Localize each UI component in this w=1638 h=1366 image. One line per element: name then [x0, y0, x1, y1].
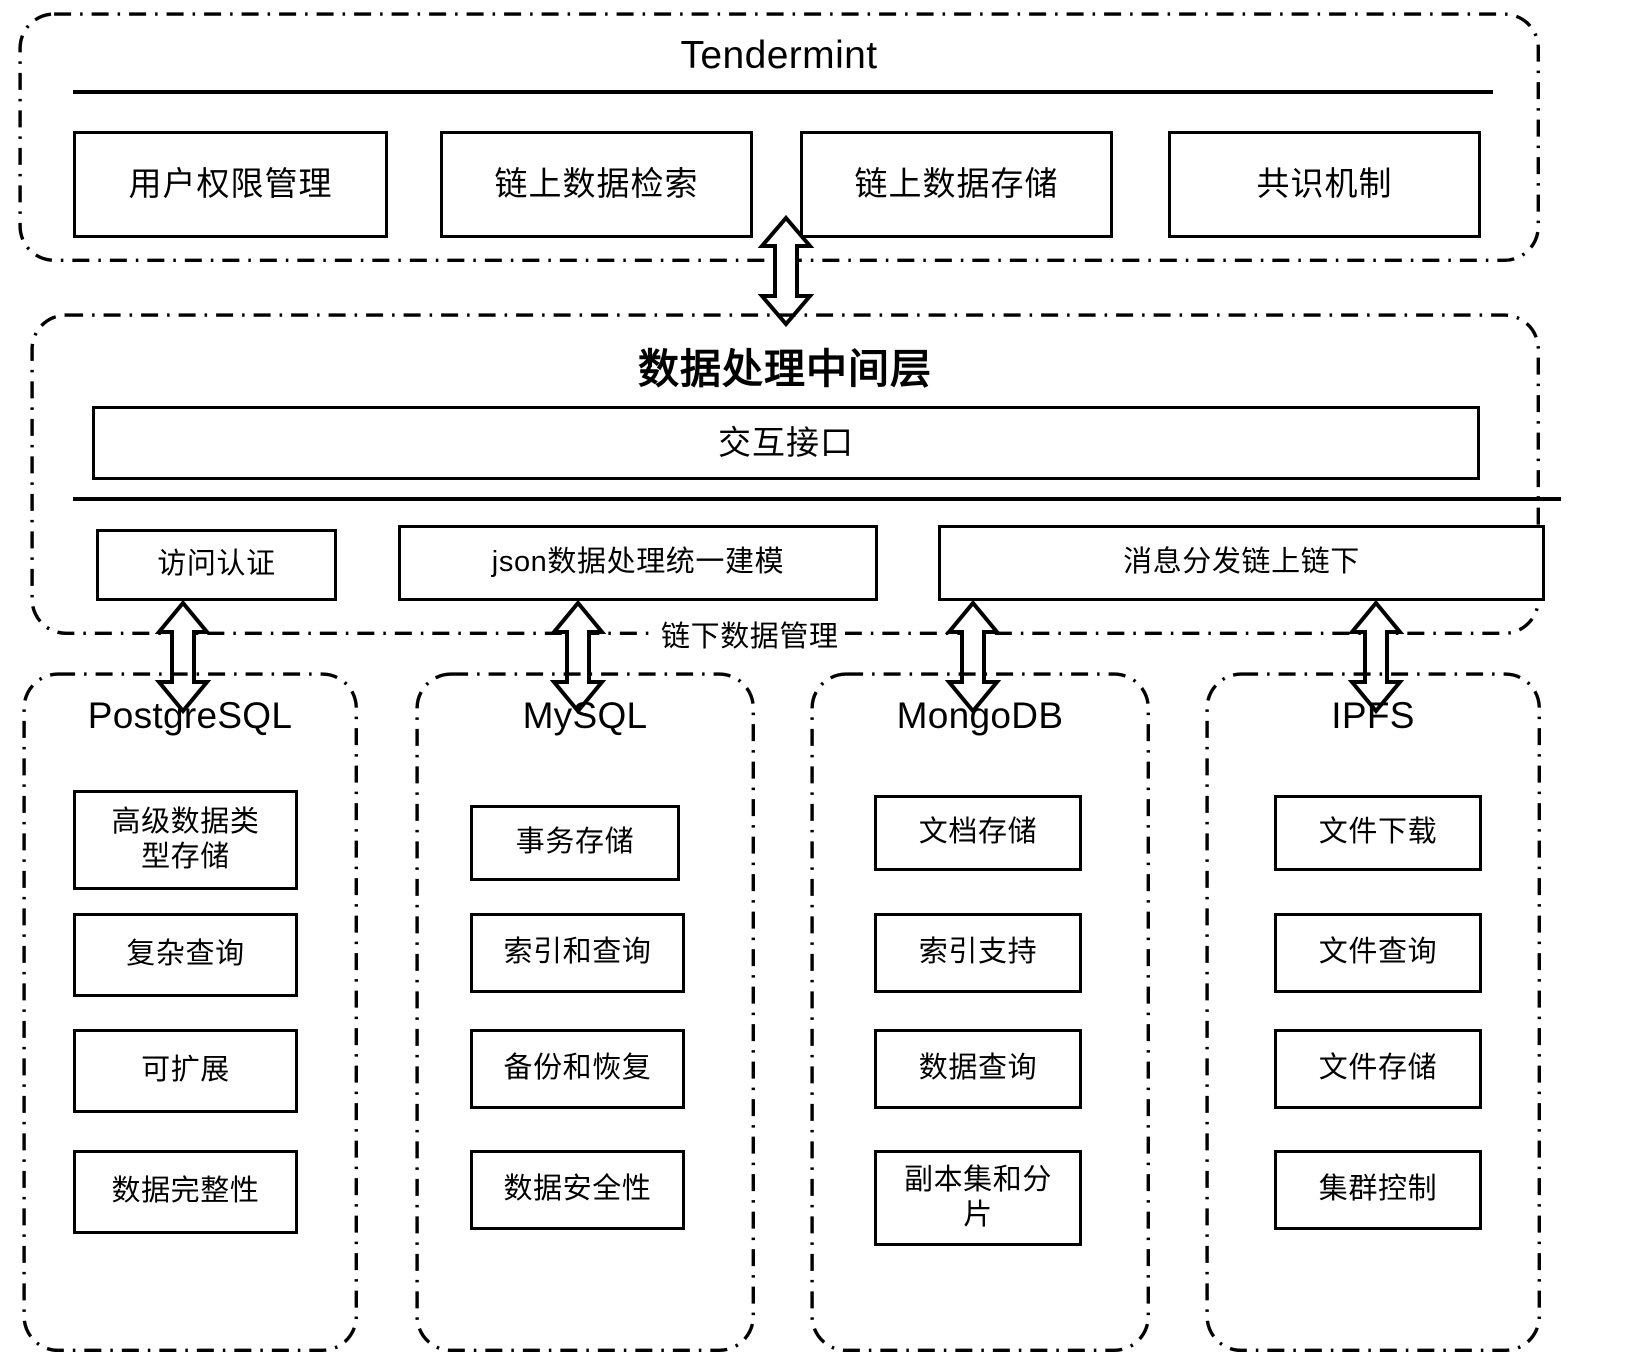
store-ipfs-title: IPFS — [1331, 695, 1415, 736]
store-mongodb-item-2[interactable]: 数据查询 — [874, 1029, 1082, 1109]
module-access-authentication[interactable]: 访问认证 — [96, 529, 337, 601]
store-ipfs-container — [1205, 672, 1542, 1353]
module-json-unified-modeling[interactable]: json数据处理统一建模 — [398, 525, 878, 601]
store-mysql-item-0[interactable]: 事务存储 — [470, 805, 680, 881]
offchain-data-management-label: 链下数据管理 — [655, 613, 845, 655]
module-message-dispatch-onoffchain[interactable]: 消息分发链上链下 — [938, 525, 1545, 601]
module-consensus-mechanism[interactable]: 共识机制 — [1168, 131, 1481, 238]
interaction-interface-box[interactable]: 交互接口 — [92, 406, 1480, 480]
layer-tendermint-title: Tendermint — [680, 34, 878, 77]
store-postgresql-item-3[interactable]: 数据完整性 — [73, 1150, 298, 1234]
store-postgresql-title: PostgreSQL — [87, 695, 293, 736]
store-postgresql-item-0[interactable]: 高级数据类 型存储 — [73, 790, 298, 890]
module-onchain-data-storage[interactable]: 链上数据存储 — [800, 131, 1113, 238]
store-postgresql-item-2[interactable]: 可扩展 — [73, 1029, 298, 1113]
middleware-divider — [73, 497, 1561, 501]
store-mongodb-title: MongoDB — [896, 695, 1064, 736]
store-ipfs-item-0[interactable]: 文件下载 — [1274, 795, 1482, 871]
store-ipfs-item-3[interactable]: 集群控制 — [1274, 1150, 1482, 1230]
store-mongodb-item-0[interactable]: 文档存储 — [874, 795, 1082, 871]
store-ipfs-item-1[interactable]: 文件查询 — [1274, 913, 1482, 993]
connector-tendermint-to-middleware-icon — [757, 214, 815, 328]
module-onchain-data-retrieval[interactable]: 链上数据检索 — [440, 131, 753, 238]
store-mongodb-item-1[interactable]: 索引支持 — [874, 913, 1082, 993]
store-mysql-item-3[interactable]: 数据安全性 — [470, 1150, 685, 1230]
store-mongodb-item-3[interactable]: 副本集和分 片 — [874, 1150, 1082, 1246]
store-mysql-item-2[interactable]: 备份和恢复 — [470, 1029, 685, 1109]
layer-middleware-title: 数据处理中间层 — [638, 346, 932, 392]
store-mysql-item-1[interactable]: 索引和查询 — [470, 913, 685, 993]
store-mysql-title: MySQL — [522, 695, 648, 736]
store-mysql-container — [415, 672, 756, 1353]
store-postgresql-item-1[interactable]: 复杂查询 — [73, 913, 298, 997]
store-mongodb-container — [810, 672, 1151, 1353]
tendermint-divider — [73, 90, 1493, 94]
store-ipfs-item-2[interactable]: 文件存储 — [1274, 1029, 1482, 1109]
module-user-permission[interactable]: 用户权限管理 — [73, 131, 388, 238]
store-postgresql-container — [22, 672, 359, 1353]
